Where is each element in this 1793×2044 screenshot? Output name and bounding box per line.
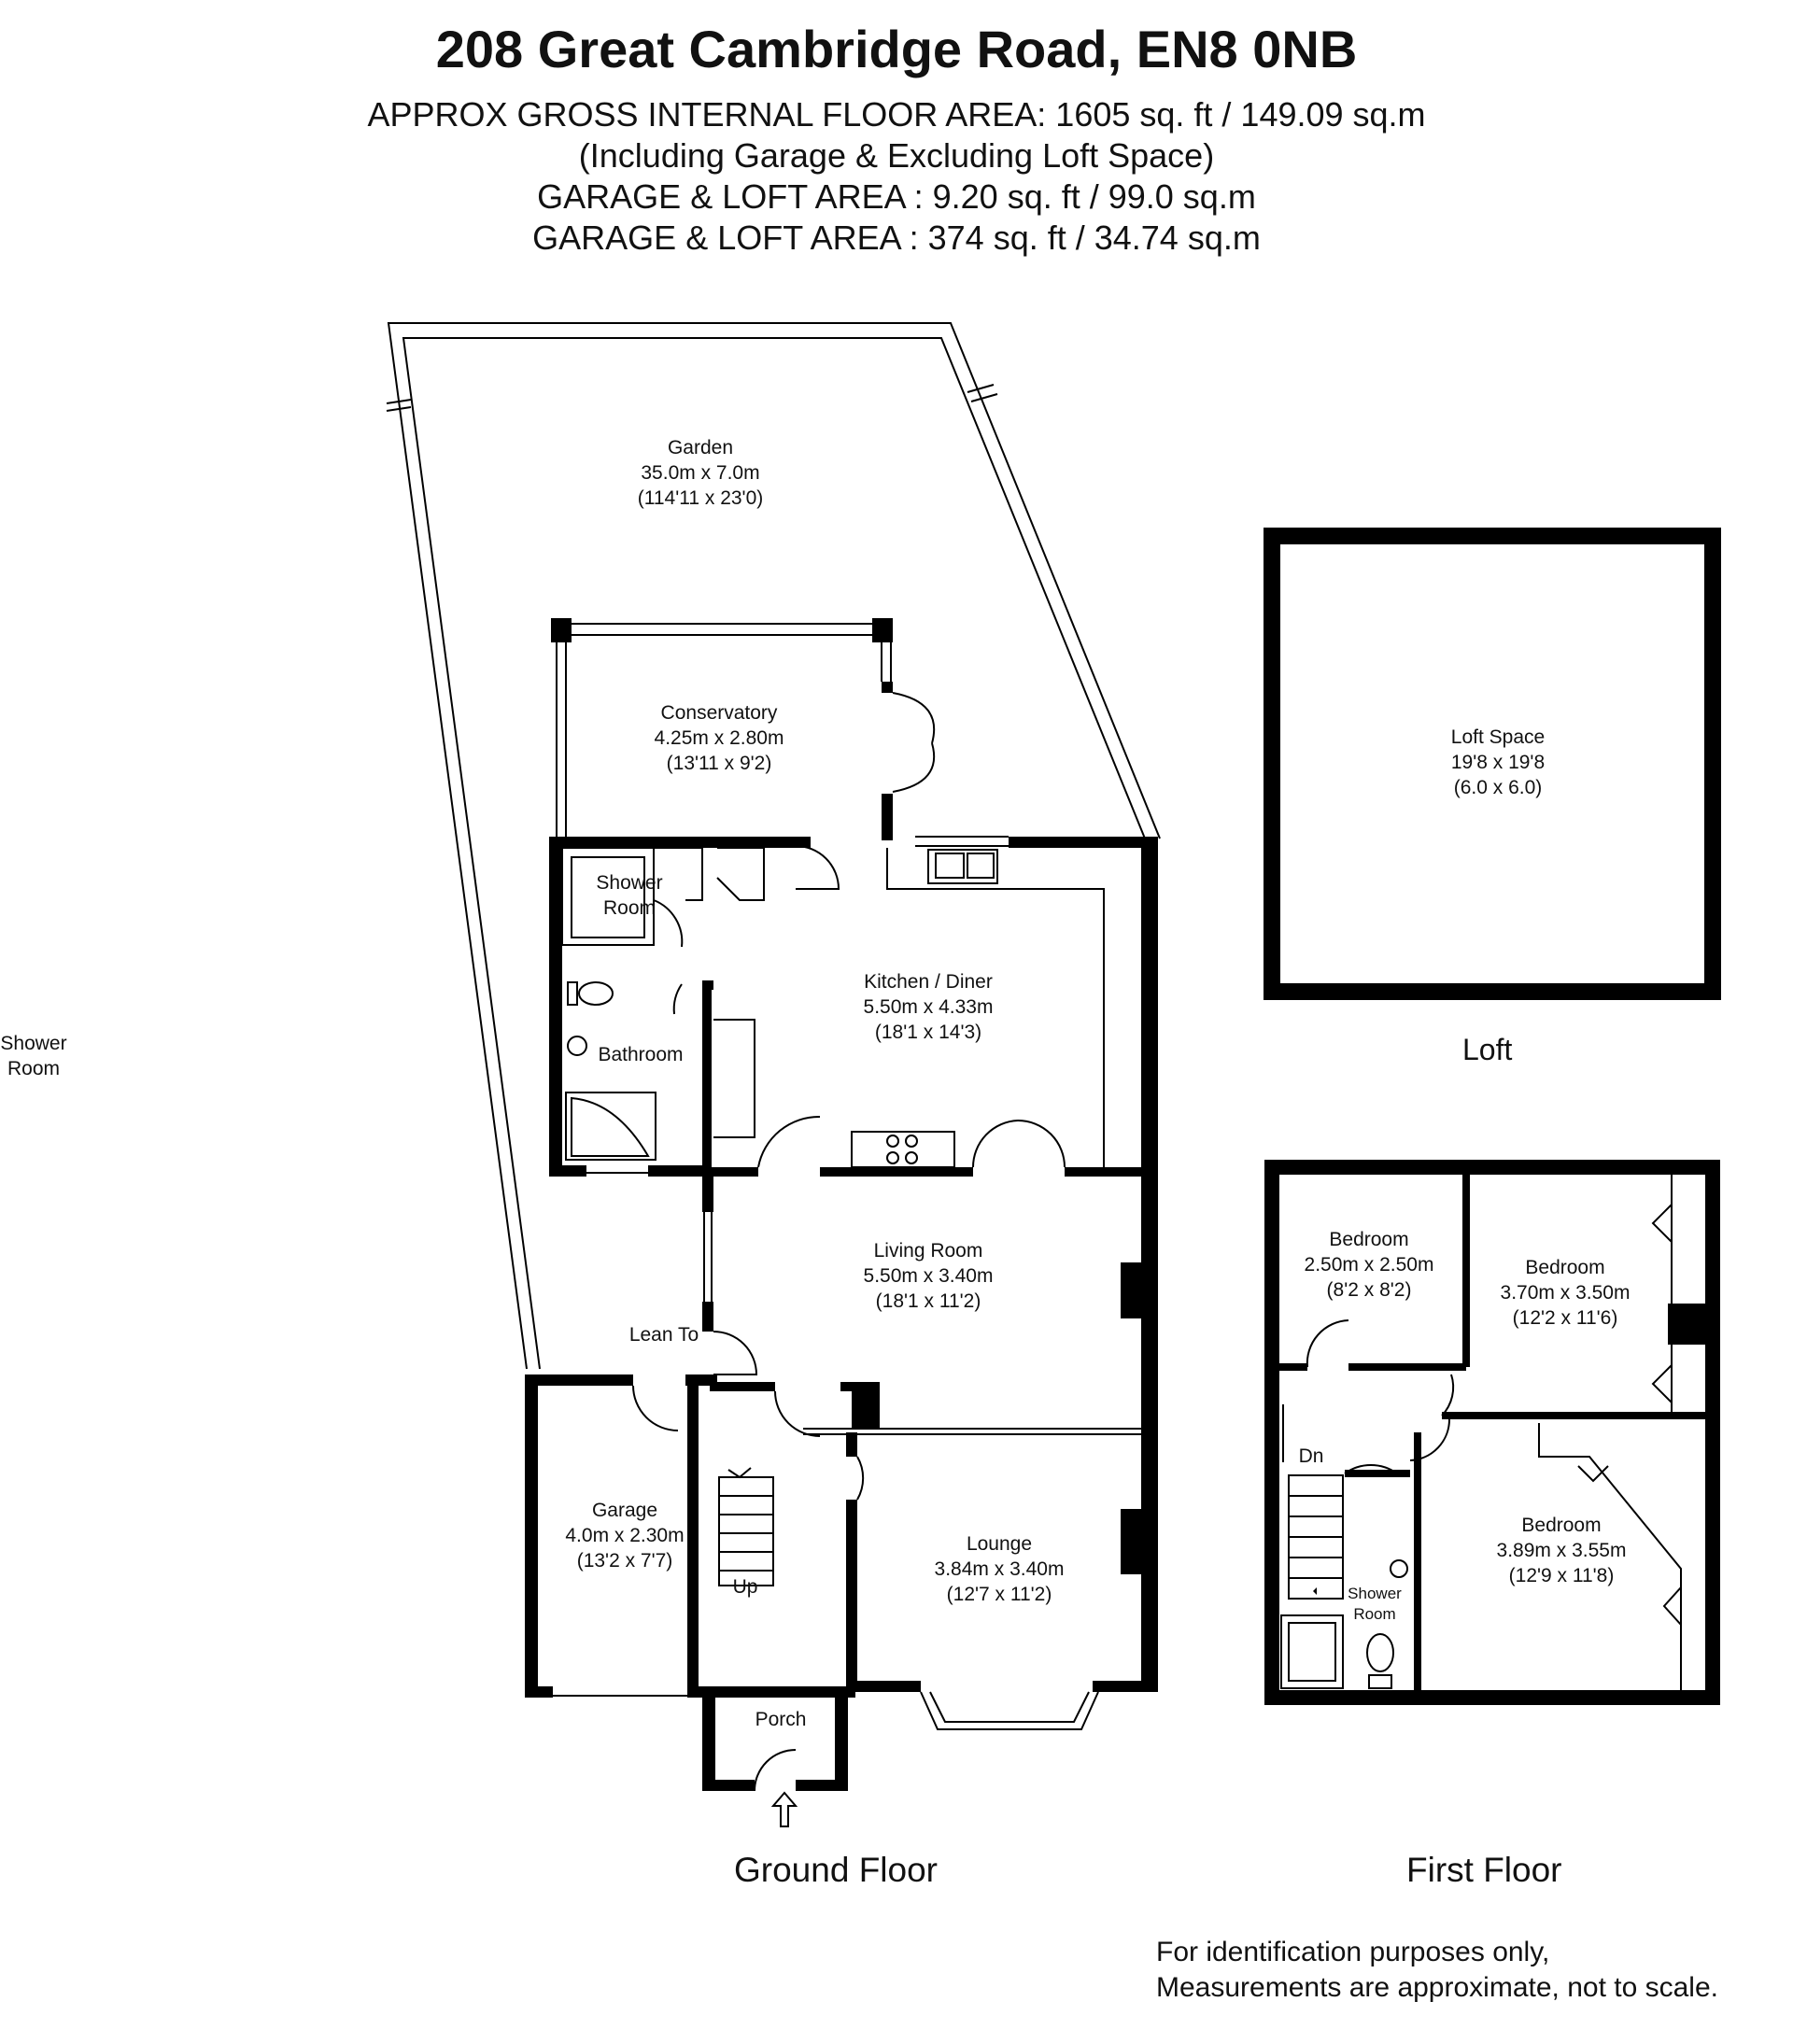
garden-boundary [386, 322, 1161, 1370]
ground-floor-walls [525, 837, 1158, 1791]
address-title: 208 Great Cambridge Road, EN8 0NB [435, 20, 1358, 78]
porch-label: Porch [755, 1709, 807, 1730]
including-note: (Including Garage & Excluding Loft Space… [578, 136, 1215, 175]
lean-to-label: Lean To [628, 1324, 699, 1346]
disclaimer: For identification purposes only, Measur… [1156, 1937, 1718, 2003]
internal-lines [553, 836, 1141, 1827]
up-label: Up [732, 1576, 758, 1598]
conservatory-walls [551, 618, 936, 840]
garage-loft-area-1: GARAGE & LOFT AREA : 9.20 sq. ft / 99.0 … [537, 177, 1256, 216]
first-floor-walls [1264, 1160, 1720, 1705]
door-swings [632, 845, 1066, 1792]
ground-floor-title: Ground Floor [734, 1851, 938, 1889]
loft-title: Loft [1462, 1033, 1513, 1066]
dn-label: Dn [1298, 1445, 1324, 1467]
garage-loft-area-2: GARAGE & LOFT AREA : 374 sq. ft / 34.74 … [532, 218, 1261, 257]
loft-walls [1264, 528, 1721, 1000]
bathroom-label: Bathroom [598, 1044, 684, 1065]
gross-area-text: APPROX GROSS INTERNAL FLOOR AREA: 1605 s… [367, 95, 1426, 134]
first-floor-title: First Floor [1406, 1851, 1562, 1889]
